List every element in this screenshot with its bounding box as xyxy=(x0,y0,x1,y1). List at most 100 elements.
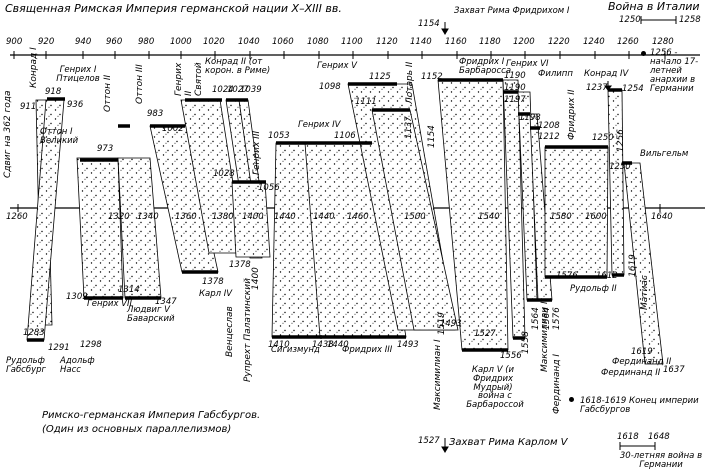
label-henry6: Генрих VI xyxy=(506,59,549,69)
label-otto1: Оттон I Великий xyxy=(40,127,79,146)
label-ludwig: Людвиг V Баварский xyxy=(127,305,175,324)
tick-1240: 1240 xyxy=(583,37,605,47)
year-1619a: 1619 xyxy=(628,254,638,277)
year-1152: 1152 xyxy=(421,72,443,82)
label-lothar2: Лотарь II xyxy=(405,61,415,104)
year-1250b: 1250 xyxy=(609,162,631,172)
tick-1220: 1220 xyxy=(548,37,570,47)
year-1440: 1440 xyxy=(327,340,349,350)
year-1039: 1039 xyxy=(240,85,262,95)
tick-1120: 1120 xyxy=(376,37,398,47)
label-karl4: Карл IV xyxy=(199,289,233,299)
tick-1500: 1500 xyxy=(404,212,426,222)
year-1438: 1438 xyxy=(312,340,334,350)
capture-frederick-label: Захват Рима Фридрихом I xyxy=(454,6,570,16)
tick-1580: 1580 xyxy=(550,212,572,222)
tick-1260b: 1260 xyxy=(6,212,28,222)
band-otto1-henry7 xyxy=(76,157,124,299)
band-wilhelm-matthias xyxy=(623,162,664,365)
year-1291: 1291 xyxy=(48,343,70,353)
year-1283: 1283 xyxy=(23,328,45,338)
tick-900: 900 xyxy=(6,37,23,47)
label-henry5: Генрих V xyxy=(317,61,357,71)
capture-frederick-year: 1154 xyxy=(418,19,440,29)
war-italy-end: 1258 xyxy=(679,15,701,25)
year-1527: 1527 xyxy=(474,329,496,339)
war30-end: 1648 xyxy=(648,432,670,442)
anarchy-label: 1256 - начало 17-летней анархии в Герман… xyxy=(650,48,699,94)
label-ferdinand1: Фердинанд I xyxy=(552,353,562,414)
tick-940: 940 xyxy=(75,37,92,47)
year-1564a: 1564 xyxy=(531,307,541,330)
tick-1340: 1340 xyxy=(137,212,159,222)
tick-920: 920 xyxy=(38,37,55,47)
label-ferdinand2: Фердинанд II xyxy=(601,368,661,378)
year-1237: 1237 xyxy=(586,83,608,93)
label-konrad2: Конрад II (от корон. в Риме) xyxy=(205,57,271,76)
year-1576a: 1576 xyxy=(552,307,562,330)
year-1314: 1314 xyxy=(118,285,140,295)
year-1198: 1198 xyxy=(519,113,541,123)
tick-1080: 1080 xyxy=(307,37,329,47)
label-matthias: Матиас xyxy=(640,275,650,310)
band-otto2-ludwig xyxy=(117,157,162,299)
label-wenceslas: Венцеслав xyxy=(225,306,235,357)
capture-karl-label: Захват Рима Карлом V xyxy=(449,437,568,448)
label-karl5-war: война с Барбароссой xyxy=(466,391,524,410)
tick-1020: 1020 xyxy=(203,37,225,47)
year-1028: 1028 xyxy=(213,169,235,179)
tick-1460: 1460 xyxy=(347,212,369,222)
label-sigismund: Сигизмунд xyxy=(271,345,320,355)
year-1125: 1125 xyxy=(369,72,391,82)
tick-1160: 1160 xyxy=(445,37,467,47)
band-konrad4-ferdinand2 xyxy=(607,89,625,276)
year-1098: 1098 xyxy=(319,82,341,92)
year-1378b: 1378 xyxy=(229,260,251,270)
label-henry4: Генрих IV xyxy=(298,120,341,130)
tick-1100: 1100 xyxy=(341,37,363,47)
tick-1400: 1400 xyxy=(242,212,264,222)
label-frederick1: Фридрих I Барбаросса xyxy=(459,57,512,76)
year-1111: 1111 xyxy=(355,97,377,107)
war-italy-label: Война в Италии xyxy=(608,0,700,13)
year-1558: 1558 xyxy=(521,331,531,354)
year-1208: 1208 xyxy=(538,121,560,131)
tick-1640: 1640 xyxy=(651,212,673,222)
end-empire-label: 1618-1619 Конец империи Габсбургов xyxy=(580,396,699,415)
label-ferdinand2-top: Фердинанд II xyxy=(612,357,672,367)
tick-1600: 1600 xyxy=(585,212,607,222)
label-konrad4: Конрад IV xyxy=(584,69,629,79)
year-1256: 1256 xyxy=(616,129,626,152)
top-axis-ticks xyxy=(13,51,666,59)
year-1053: 1053 xyxy=(268,131,290,141)
tick-1360: 1360 xyxy=(175,212,197,222)
label-konrad1: Конрад I xyxy=(29,47,39,88)
year-1154: 1154 xyxy=(427,125,437,148)
tick-960: 960 xyxy=(106,37,123,47)
year-1027: 1027 xyxy=(227,85,249,95)
year-1619b: 1619 xyxy=(631,347,653,357)
year-1378a: 1378 xyxy=(202,277,224,287)
year-1309: 1309 xyxy=(66,292,88,302)
year-1347: 1347 xyxy=(155,297,177,307)
label-henry7: Генрих VII xyxy=(87,299,133,309)
shift-label: Сдвиг на 362 года xyxy=(3,90,13,178)
year-1493a: 1493 xyxy=(397,340,419,350)
year-918: 918 xyxy=(45,87,62,97)
year-1212: 1212 xyxy=(538,132,560,142)
year-1637: 1637 xyxy=(663,365,685,375)
year-1564b: 1564 xyxy=(542,307,552,330)
label-frederick2: Фридрих II xyxy=(567,89,577,140)
year-1410: 1410 xyxy=(268,340,290,350)
diagram-title: Священная Римская Империя германской нац… xyxy=(5,2,342,15)
year-911: 911 xyxy=(20,102,37,112)
label-otto2: Оттон II xyxy=(103,74,113,112)
war-italy-start: 1250 xyxy=(619,15,641,25)
label-ruprecht: Рупрехт Палатинский xyxy=(243,278,253,382)
year-1298: 1298 xyxy=(80,340,102,350)
label-wilhelm: Вильгельм xyxy=(640,149,689,159)
year-973: 973 xyxy=(97,144,114,154)
tick-1420: 1440 xyxy=(274,212,296,222)
caption-line2: (Один из основных параллелизмов) xyxy=(42,424,232,435)
year-1190b: 1190 xyxy=(504,83,526,93)
